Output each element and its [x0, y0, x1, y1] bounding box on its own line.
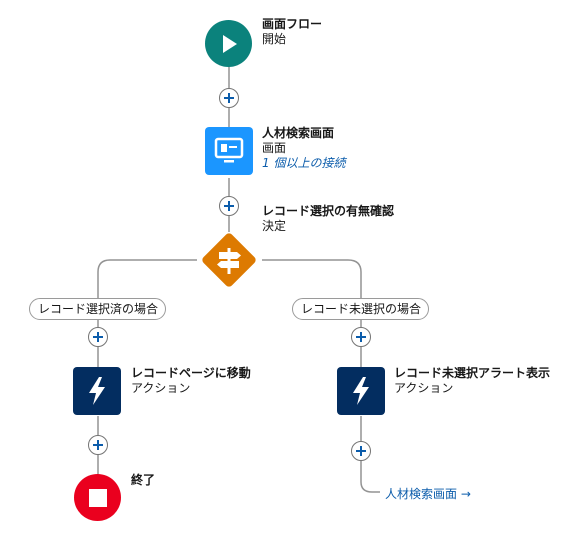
screen-title: 人材検索画面: [262, 126, 335, 140]
end-label: 終了: [131, 473, 155, 488]
end-title: 終了: [131, 473, 156, 487]
decision-label: レコード選択の有無確認 決定: [262, 204, 394, 234]
screen-subtitle: 画面: [262, 141, 287, 155]
plus-icon: [93, 440, 103, 450]
branch-label-selected[interactable]: レコード選択済の場合: [29, 298, 166, 320]
add-element-button[interactable]: [88, 327, 108, 347]
stop-icon: [88, 488, 107, 507]
action-right-subtitle: アクション: [394, 381, 454, 395]
screen-connections-link[interactable]: 1 個以上の接続: [262, 156, 346, 170]
action-left-subtitle: アクション: [131, 381, 191, 395]
end-node[interactable]: [74, 474, 121, 521]
decision-subtitle: 決定: [262, 219, 287, 233]
plus-icon: [356, 332, 366, 342]
goto-screen-link[interactable]: 人材検索画面 →: [385, 487, 471, 501]
plus-icon: [356, 446, 366, 456]
screen-label: 人材検索画面 画面 1 個以上の接続: [262, 126, 345, 171]
action-right-label: レコード未選択アラート表示 アクション: [394, 366, 550, 396]
plus-icon: [93, 332, 103, 342]
lightning-icon: [89, 377, 105, 405]
screen-node[interactable]: [205, 127, 253, 175]
decision-diamond-icon: [202, 233, 256, 287]
add-element-button[interactable]: [351, 327, 371, 347]
lightning-icon: [353, 377, 369, 405]
action-node-left[interactable]: [73, 367, 121, 415]
action-right-title: レコード未選択アラート表示: [394, 366, 551, 380]
start-node[interactable]: [205, 20, 252, 67]
play-icon: [222, 34, 237, 53]
add-element-button[interactable]: [351, 441, 371, 461]
decision-node[interactable]: [197, 228, 261, 292]
decision-title: レコード選択の有無確認: [262, 204, 395, 218]
branch-label-unselected[interactable]: レコード未選択の場合: [292, 298, 429, 320]
screen-icon: [214, 137, 244, 163]
add-element-button[interactable]: [219, 196, 239, 216]
plus-icon: [224, 93, 234, 103]
start-title: 画面フロー: [262, 17, 323, 31]
action-left-label: レコードページに移動 アクション: [131, 366, 251, 396]
add-element-button[interactable]: [88, 435, 108, 455]
add-element-button[interactable]: [219, 88, 239, 108]
action-node-right[interactable]: [337, 367, 385, 415]
start-subtitle: 開始: [262, 32, 287, 46]
start-label: 画面フロー 開始: [262, 17, 322, 47]
action-left-title: レコードページに移動: [131, 366, 251, 380]
plus-icon: [224, 201, 234, 211]
